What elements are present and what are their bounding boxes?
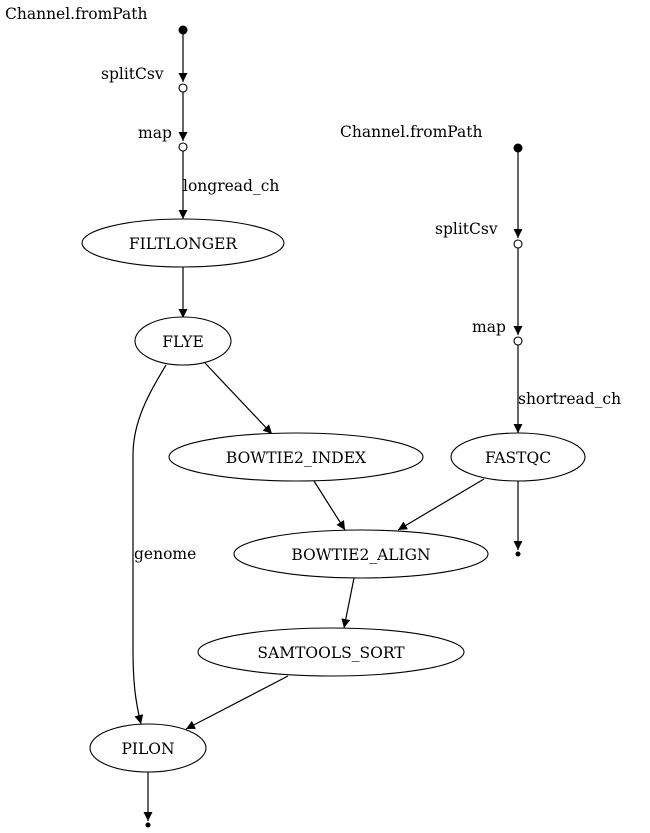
operator-node [513, 239, 523, 249]
process-label: BOWTIE2_ALIGN [291, 546, 430, 564]
origin-label: Channel.fromPath [5, 5, 147, 23]
process-label: PILON [121, 740, 174, 758]
edge-sort-pilon [185, 675, 289, 730]
origin-node [178, 25, 188, 35]
operator-node [178, 142, 188, 152]
edge-bowtie2-index-align [313, 480, 346, 531]
edge-label-shortread: shortread_ch [518, 390, 621, 408]
operator-label: splitCsv [101, 65, 164, 83]
process-node-bowtie2-align[interactable] [233, 529, 489, 579]
operator-node [178, 83, 188, 93]
edge-label-longread: longread_ch [183, 177, 279, 195]
sink-node [515, 551, 521, 557]
origin-label: Channel.fromPath [340, 123, 482, 141]
edge-align-sort [341, 577, 355, 629]
edge-fastqc-align [397, 478, 485, 531]
operator-label: map [472, 318, 506, 336]
edge-label-genome: genome [134, 545, 196, 563]
process-node-flye[interactable] [134, 316, 232, 366]
operator-label: splitCsv [435, 220, 498, 238]
process-node-bowtie2-index[interactable] [168, 432, 424, 482]
operator-node [513, 336, 523, 346]
process-label: BOWTIE2_INDEX [226, 449, 366, 467]
edge-flye-pilon [132, 364, 167, 725]
sink-node [145, 822, 151, 828]
process-label: FASTQC [485, 449, 551, 467]
process-label: FILTLONGER [129, 235, 239, 253]
process-label: SAMTOOLS_SORT [257, 644, 405, 662]
process-label: FLYE [162, 333, 204, 351]
edge-flye-bowtie2-index [204, 362, 273, 435]
origin-node [513, 143, 523, 153]
process-node-samtools-sort[interactable] [197, 627, 465, 677]
operator-label: map [138, 124, 172, 142]
